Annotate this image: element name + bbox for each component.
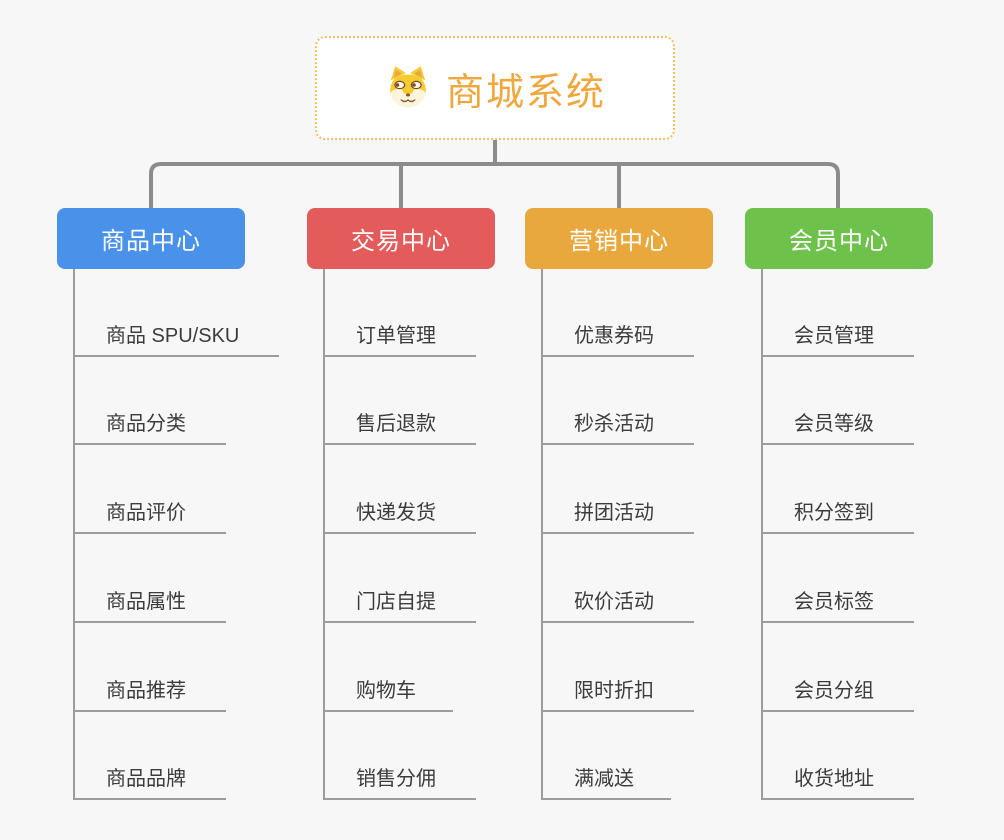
- root-title: 商城系统: [445, 71, 606, 114]
- leaf-node[interactable]: 限时折扣: [541, 676, 694, 712]
- leaf-node[interactable]: 会员标签: [761, 587, 914, 623]
- branch-box-trade-center[interactable]: 交易中心: [307, 208, 495, 269]
- dog-face-icon: [384, 64, 432, 112]
- leaf-node[interactable]: 收货地址: [761, 764, 914, 800]
- leaf-node[interactable]: 购物车: [323, 676, 453, 712]
- leaf-node[interactable]: 积分签到: [761, 498, 914, 534]
- branch-box-product-center[interactable]: 商品中心: [57, 208, 245, 269]
- leaf-node[interactable]: 会员等级: [761, 409, 914, 445]
- leaf-node[interactable]: 门店自提: [323, 587, 476, 623]
- branch-box-member-center[interactable]: 会员中心: [745, 208, 933, 269]
- leaf-node[interactable]: 会员管理: [761, 321, 914, 357]
- leaf-node[interactable]: 销售分佣: [323, 764, 476, 800]
- leaf-node[interactable]: 订单管理: [323, 321, 476, 357]
- root-node[interactable]: 商城系统: [315, 36, 675, 140]
- branch-trunk: [761, 269, 763, 800]
- bus-line: [149, 162, 840, 208]
- leaf-node[interactable]: 砍价活动: [541, 587, 694, 623]
- leaf-node[interactable]: 秒杀活动: [541, 409, 694, 445]
- branch-product-center: 商品中心 商品 SPU/SKU 商品分类 商品评价 商品属性 商品推荐 商品品牌: [57, 208, 280, 808]
- branch-box-marketing-center[interactable]: 营销中心: [525, 208, 713, 269]
- branch-trunk: [73, 269, 75, 800]
- leaf-node[interactable]: 商品 SPU/SKU: [73, 321, 280, 357]
- leaf-node[interactable]: 商品评价: [73, 498, 226, 534]
- branch-member-center: 会员中心 会员管理 会员等级 积分签到 会员标签 会员分组 收货地址: [745, 208, 945, 808]
- branch-trunk: [323, 269, 325, 800]
- branch-trunk: [541, 269, 543, 800]
- leaf-node[interactable]: 商品品牌: [73, 764, 226, 800]
- leaf-node[interactable]: 满减送: [541, 764, 671, 800]
- leaf-node[interactable]: 售后退款: [323, 409, 476, 445]
- leaf-node[interactable]: 商品推荐: [73, 676, 226, 712]
- branch-marketing-center: 营销中心 优惠券码 秒杀活动 拼团活动 砍价活动 限时折扣 满减送: [525, 208, 725, 808]
- leaf-node[interactable]: 优惠券码: [541, 321, 694, 357]
- leaf-node[interactable]: 拼团活动: [541, 498, 694, 534]
- leaf-node[interactable]: 快递发货: [323, 498, 476, 534]
- leaf-node[interactable]: 会员分组: [761, 676, 914, 712]
- leaf-node[interactable]: 商品分类: [73, 409, 226, 445]
- branch-trade-center: 交易中心 订单管理 售后退款 快递发货 门店自提 购物车 销售分佣: [307, 208, 507, 808]
- leaf-node[interactable]: 商品属性: [73, 587, 226, 623]
